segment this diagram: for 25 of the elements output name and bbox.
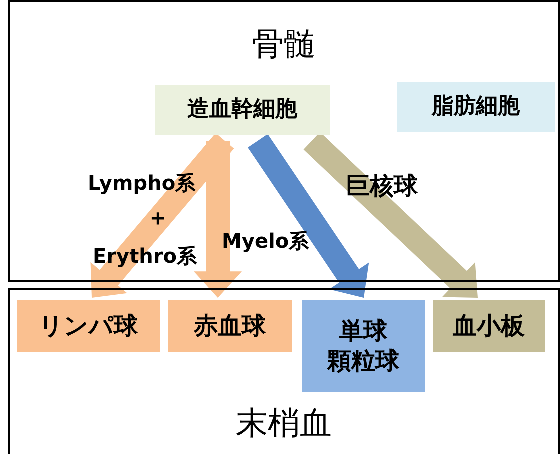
arrow [248, 134, 370, 298]
cell-label: リンパ球 [39, 311, 138, 341]
cell-label: 造血幹細胞 [188, 96, 298, 124]
edge-label: Myelo系 [222, 228, 310, 255]
cell-label: 顆粒球 [328, 346, 400, 376]
cell-label: 血小板 [453, 311, 525, 341]
cell-label: 脂肪細胞 [432, 93, 520, 121]
cell-box [302, 300, 425, 392]
arrow-label: ＋ [147, 205, 169, 233]
cell-box [433, 300, 545, 352]
region-panel [8, 0, 560, 282]
cell-label: 赤血球 [194, 311, 266, 341]
arrow-label: Erythro系 [93, 243, 197, 270]
cell-label: 単球 [340, 316, 388, 346]
cell-box [17, 300, 160, 352]
region-title: 末梢血 [236, 403, 332, 443]
region-panel [8, 288, 560, 454]
cell-box [168, 300, 292, 352]
arrow-label: Lympho系 [88, 170, 196, 197]
region-title: 骨髄 [252, 24, 316, 64]
cell-box [397, 82, 555, 132]
cell-box [155, 85, 330, 135]
arrow [194, 141, 242, 298]
arrow [304, 132, 478, 298]
edge-label: 巨核球 [346, 171, 418, 202]
